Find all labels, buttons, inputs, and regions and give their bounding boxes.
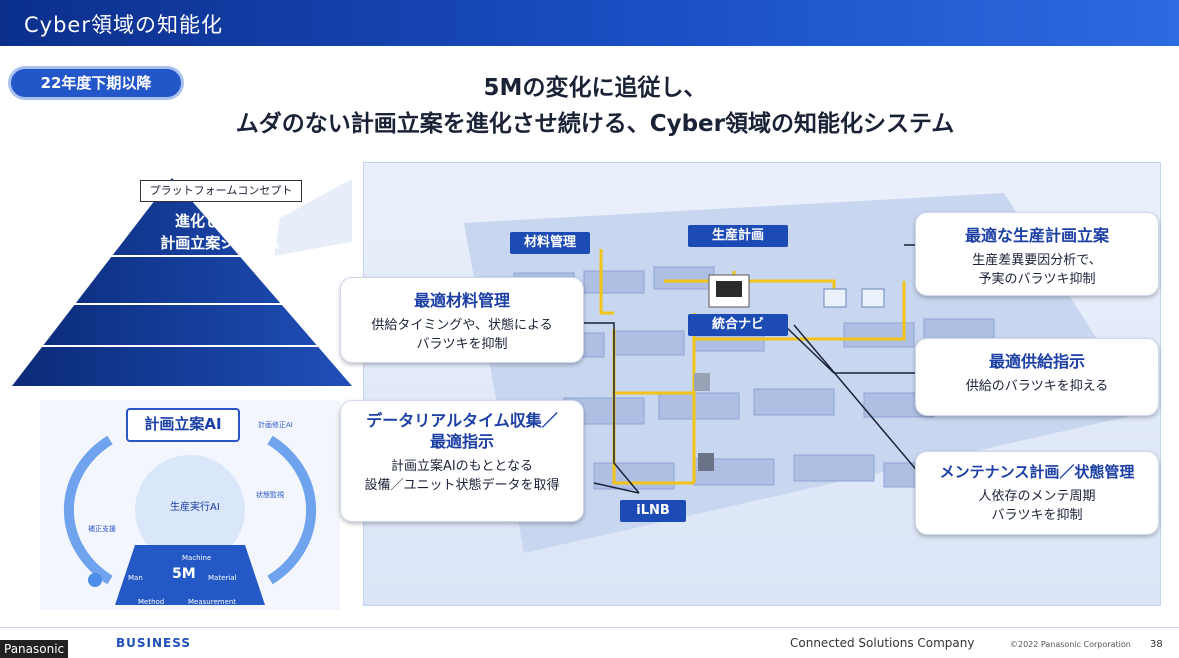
planning-ai-label: 計画立案AI	[126, 408, 240, 442]
pyramid-top-line1: 進化し続ける	[174, 212, 265, 230]
five-m-label: 5M	[172, 566, 196, 582]
callout-material-line1: 供給タイミングや、状態による	[371, 318, 553, 333]
callout-supply-line1: 供給のバラツキを抑える	[965, 379, 1109, 394]
ai-small-text: Material	[208, 574, 237, 582]
callout-realtime-title: データリアルタイム収集／ 最適指示	[341, 410, 583, 452]
callout-material-body: 供給タイミングや、状態による バラツキを抑制	[341, 316, 583, 354]
headline-line2: ムダのない計画立案を進化させ続ける、Cyber領域の知能化システム	[235, 111, 955, 137]
callout-material-line2: バラツキを抑制	[416, 337, 508, 352]
callout-realtime-title1: データリアルタイム収集／	[366, 411, 558, 430]
pyramid-diagram	[12, 178, 352, 386]
slide-title: Cyber領域の知能化	[24, 13, 223, 37]
headline-line1: 5Mの変化に追従し、	[483, 75, 707, 101]
callout-plan-line2: 予実のバラツキ抑制	[978, 272, 1096, 287]
tag-material-management: 材料管理	[510, 232, 590, 254]
callout-realtime-title2: 最適指示	[429, 432, 494, 451]
callout-realtime-line1: 計画立案AIのもととなる	[390, 459, 534, 474]
ai-small-text: 計画修正AI	[258, 421, 293, 429]
callout-maintenance: メンテナンス計画／状態管理 人依存のメンテ周期 バラツキを抑制	[915, 451, 1159, 535]
pyramid-top-line2: 計画立案システム	[160, 234, 280, 252]
ai-small-text: Method	[138, 598, 165, 606]
callout-plan-line1: 生産差異要因分析で、	[972, 253, 1102, 268]
period-badge: 22年度下期以降	[8, 66, 184, 100]
tag-integrated-navi: 統合ナビ	[688, 314, 788, 336]
production-ai-label: 生産実行AI	[170, 502, 220, 513]
callout-maintenance-line1: 人依存のメンテ周期	[978, 489, 1096, 504]
pyramid-top-text: 進化し続ける 計画立案システム	[120, 210, 320, 254]
callout-maintenance-line2: バラツキを抑制	[991, 508, 1083, 523]
callout-maintenance-body: 人依存のメンテ周期 バラツキを抑制	[916, 487, 1158, 525]
ai-small-text: Man	[128, 574, 143, 582]
footer-divider	[0, 627, 1179, 628]
headline: 5Mの変化に追従し、 ムダのない計画立案を進化させ続ける、Cyber領域の知能化…	[160, 70, 1030, 142]
panasonic-logo: Panasonic	[0, 640, 69, 658]
page-number: 38	[1150, 639, 1163, 650]
ai-small-text: 状態監視	[256, 491, 284, 499]
platform-concept-label: プラットフォームコンセプト	[140, 180, 302, 202]
callout-material: 最適材料管理 供給タイミングや、状態による バラツキを抑制	[340, 277, 584, 363]
callout-plan-body: 生産差異要因分析で、 予実のバラツキ抑制	[916, 251, 1158, 289]
header-bar: Cyber領域の知能化	[0, 0, 1179, 46]
tag-production-plan: 生産計画	[688, 225, 788, 247]
ai-small-text: Measurement	[188, 598, 237, 606]
tag-ilnb: iLNB	[620, 500, 686, 522]
footer-company: Connected Solutions Company	[790, 636, 975, 650]
footer-copyright: ©2022 Panasonic Corporation	[1010, 640, 1131, 649]
callout-realtime-line2: 設備／ユニット状態データを取得	[364, 478, 560, 493]
callout-supply: 最適供給指示 供給のバラツキを抑える	[915, 338, 1159, 416]
callout-plan: 最適な生産計画立案 生産差異要因分析で、 予実のバラツキ抑制	[915, 212, 1159, 296]
callout-plan-title: 最適な生産計画立案	[964, 226, 1109, 245]
callout-realtime: データリアルタイム収集／ 最適指示 計画立案AIのもととなる 設備／ユニット状態…	[340, 400, 584, 522]
footer-business: BUSINESS	[116, 636, 191, 650]
ai-small-text: Machine	[182, 554, 212, 562]
callout-material-title: 最適材料管理	[413, 291, 510, 310]
callout-maintenance-title: メンテナンス計画／状態管理	[939, 463, 1135, 481]
ai-small-text: 補正支援	[88, 525, 116, 533]
callout-supply-title: 最適供給指示	[988, 352, 1085, 371]
callout-realtime-body: 計画立案AIのもととなる 設備／ユニット状態データを取得	[341, 457, 583, 495]
